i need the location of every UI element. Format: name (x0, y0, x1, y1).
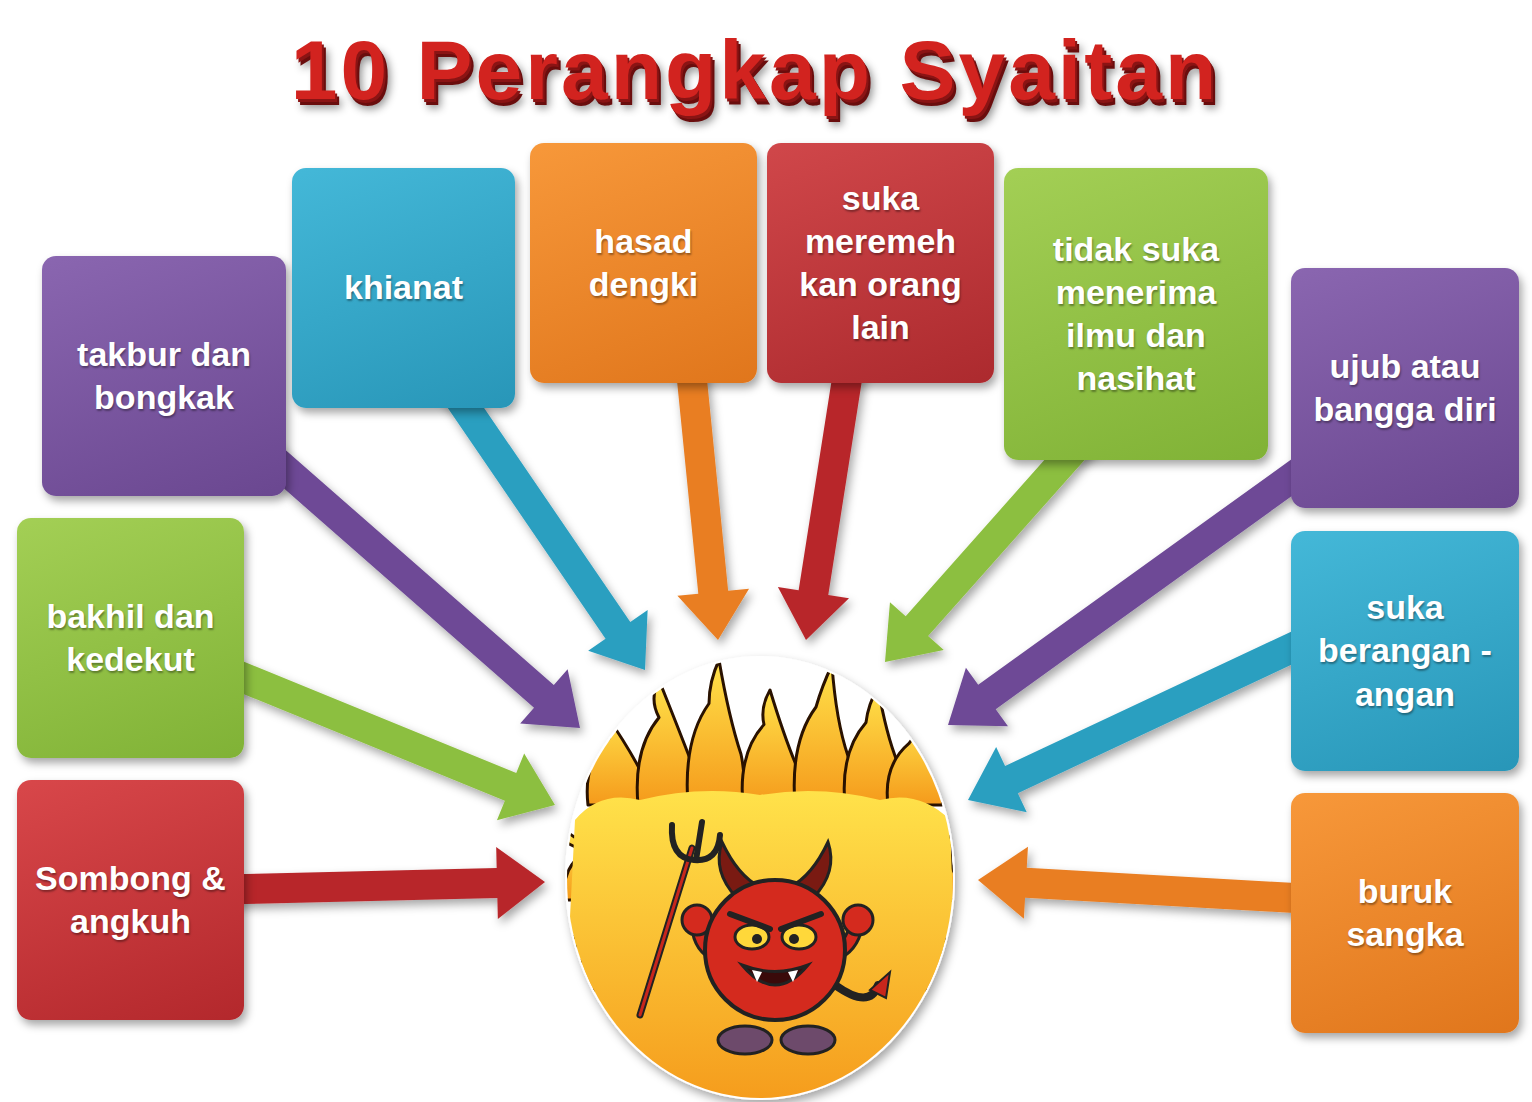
trap-label: ujub atau bangga diri (1305, 345, 1505, 431)
trident-shaft (640, 848, 692, 1015)
trident-shaft-inner (640, 848, 692, 1015)
trap-label: buruk sangka (1305, 870, 1505, 956)
arrow-shape (948, 438, 1339, 726)
trap-box: takbur dan bongkak (42, 256, 286, 496)
devil-teeth (752, 970, 798, 982)
trap-box: bakhil dan kedekut (17, 518, 244, 758)
trap-label: tidak suka menerima ilmu dan nasihat (1018, 228, 1254, 401)
fire (560, 660, 960, 1102)
devil-foot (718, 1026, 772, 1054)
trap-box: tidak suka menerima ilmu dan nasihat (1004, 168, 1268, 460)
devil-figure (640, 822, 890, 1054)
trap-box: hasad dengki (530, 143, 757, 383)
flame (742, 690, 799, 805)
flame-body (560, 791, 960, 1102)
arrow-shape (675, 359, 749, 640)
trap-box: Sombong & angkuh (17, 780, 244, 1020)
trap-box: buruk sangka (1291, 793, 1519, 1033)
arrow-shape (778, 358, 865, 640)
trap-label: takbur dan bongkak (56, 333, 272, 419)
devil-pupil (752, 934, 762, 944)
trap-box: khianat (292, 168, 515, 408)
trap-label: suka meremeh kan orang lain (781, 177, 980, 350)
devil-brow (730, 914, 821, 929)
arrow-shape (200, 847, 545, 919)
flame (687, 660, 744, 805)
trap-box: suka meremeh kan orang lain (767, 143, 994, 383)
arrow-shape (978, 847, 1331, 919)
devil-mouth (742, 965, 808, 985)
flame (587, 710, 644, 805)
trap-label: suka berangan -angan (1305, 586, 1505, 716)
trap-label: bakhil dan kedekut (31, 595, 230, 681)
devil-body (705, 880, 845, 1020)
trap-label: hasad dengki (544, 220, 743, 306)
devil-tail-tip (870, 972, 890, 998)
flame (794, 665, 851, 805)
arrow-shape (968, 616, 1336, 812)
flame (887, 717, 944, 805)
trap-box: suka berangan -angan (1291, 531, 1519, 771)
trident-prongs (672, 822, 720, 860)
trap-box: ujub atau bangga diri (1291, 268, 1519, 508)
trap-label: khianat (344, 266, 463, 309)
trap-label: Sombong & angkuh (31, 857, 230, 943)
devil-foot (781, 1026, 835, 1054)
devil-pupil (789, 934, 799, 944)
diagram-title: 10 Perangkap Syaitan (0, 22, 1521, 119)
devil-fist (843, 905, 873, 935)
